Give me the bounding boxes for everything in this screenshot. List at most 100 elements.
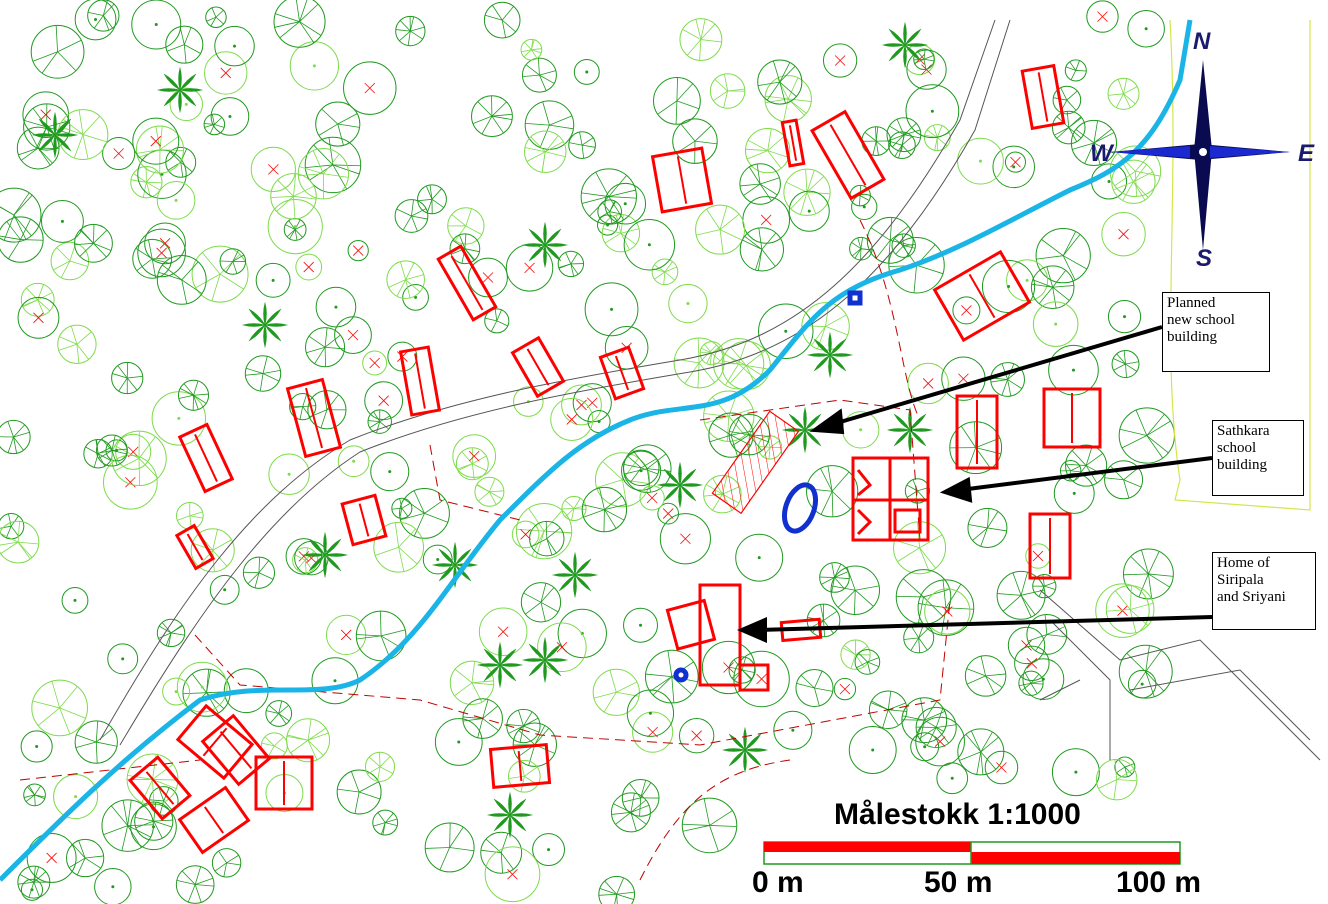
tree	[917, 579, 975, 637]
tree	[191, 245, 249, 303]
tree	[0, 216, 44, 263]
tree	[50, 241, 90, 281]
tree	[524, 100, 575, 150]
tree	[304, 136, 362, 194]
tree	[703, 390, 755, 442]
palm-tree	[301, 531, 349, 579]
tree	[520, 38, 543, 61]
tree	[830, 565, 881, 615]
tree	[1004, 151, 1027, 173]
tree	[592, 668, 640, 716]
tree	[1118, 407, 1175, 464]
callout-sathkara-building: Sathkara school building	[1212, 420, 1304, 496]
tree	[521, 57, 557, 93]
scale-label-50: 50 m	[924, 866, 993, 899]
tree	[156, 618, 186, 648]
tree	[74, 720, 118, 764]
tree	[336, 769, 382, 815]
tree	[733, 650, 790, 708]
building-ridge	[219, 730, 253, 770]
tree	[175, 501, 204, 530]
tree	[623, 607, 658, 643]
tree	[175, 865, 215, 904]
tree	[507, 759, 541, 793]
tree	[1014, 645, 1050, 682]
tree	[924, 588, 971, 635]
tree	[204, 51, 248, 95]
tree	[20, 730, 53, 763]
tree	[484, 308, 510, 334]
tree	[735, 533, 784, 582]
tree	[1059, 460, 1082, 482]
tree	[511, 520, 540, 549]
tree	[678, 718, 715, 754]
tree	[532, 833, 565, 867]
tree	[610, 792, 651, 833]
building-ridge	[194, 434, 218, 482]
tree	[764, 75, 812, 123]
tree	[137, 228, 186, 278]
tree	[26, 833, 77, 883]
tree	[822, 43, 858, 78]
building-ridge	[204, 806, 224, 834]
palm-tree	[486, 791, 534, 839]
building	[1028, 512, 1072, 580]
tree	[701, 640, 756, 695]
palm-tree	[521, 636, 569, 684]
building-ridge	[526, 348, 550, 386]
tree	[162, 677, 191, 706]
tree	[597, 214, 619, 236]
building-ridge	[186, 533, 204, 561]
palm-tree	[881, 21, 929, 69]
tree	[848, 726, 897, 774]
tree	[905, 84, 960, 139]
tree	[273, 0, 326, 48]
tree	[211, 848, 242, 878]
building	[175, 703, 255, 781]
tree	[573, 58, 600, 85]
tree	[267, 199, 323, 255]
tree	[20, 878, 44, 901]
tree	[984, 750, 1019, 785]
tree	[305, 327, 346, 368]
tree	[910, 732, 940, 762]
river	[0, 19, 1193, 882]
tree	[913, 48, 935, 70]
tree	[581, 486, 628, 533]
tree	[391, 497, 413, 519]
tree	[244, 355, 282, 392]
tree	[957, 137, 1004, 185]
tree	[550, 397, 594, 441]
tree	[721, 340, 771, 391]
tree	[210, 97, 250, 136]
building	[285, 377, 343, 459]
building-ridge	[414, 353, 426, 409]
tree	[214, 25, 255, 67]
building	[1020, 63, 1066, 131]
tree	[907, 362, 949, 405]
palm-tree	[656, 461, 704, 509]
tree	[626, 689, 675, 737]
tree	[250, 146, 296, 192]
compass-north-label: N	[1193, 28, 1211, 55]
tree	[347, 239, 369, 262]
building	[510, 335, 566, 399]
tree	[268, 453, 310, 496]
tree	[915, 716, 965, 767]
tree	[111, 430, 167, 487]
tree	[53, 774, 99, 820]
tree	[449, 660, 495, 706]
palm-tree	[551, 551, 599, 599]
property-boundary	[19, 219, 951, 881]
scale-title: Målestokk 1:1000	[834, 798, 1081, 831]
tree	[462, 698, 503, 739]
tree	[285, 538, 323, 575]
building	[932, 249, 1032, 343]
tree	[580, 168, 637, 225]
tree	[668, 283, 708, 324]
tree	[833, 677, 857, 701]
tree	[87, 0, 120, 32]
tree	[0, 419, 31, 455]
building	[488, 743, 552, 789]
tree	[681, 797, 738, 854]
